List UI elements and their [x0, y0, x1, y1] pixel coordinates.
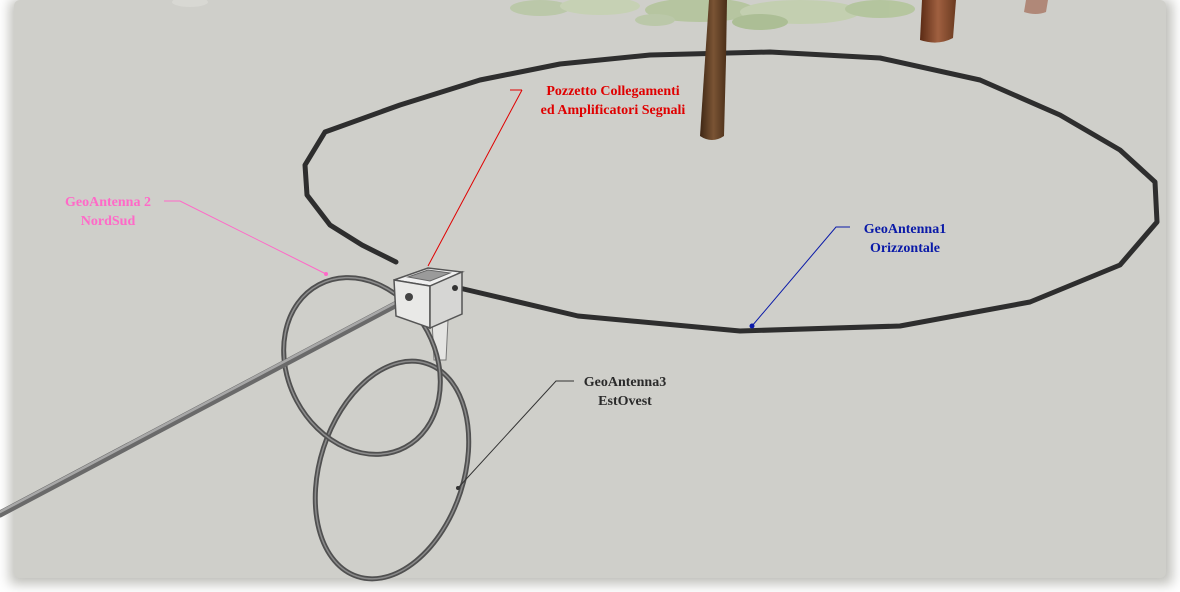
ground-rod	[0, 293, 414, 518]
label-antenna3-line2: EstOvest	[598, 394, 652, 409]
label-antenna1-line1: GeoAntenna1	[863, 222, 947, 237]
antenna1-cable-loop	[302, 49, 1160, 334]
label-antenna3-line1: GeoAntenna3	[583, 375, 667, 390]
tree-trunk-center	[700, 0, 727, 140]
tree-foliage	[172, 0, 915, 30]
antenna3-loop-highlight	[314, 360, 470, 580]
tree-trunk-right	[920, 0, 956, 43]
label-antenna2-line2: NordSud	[80, 214, 136, 229]
antenna1-leader	[751, 226, 850, 327]
label-antenna1-line2: Orizzontale	[870, 241, 940, 256]
label-pozzetto-line2: ed Amplificatori Segnali	[540, 103, 686, 118]
antenna2-leader	[164, 200, 327, 275]
label-antenna2-line1: GeoAntenna 2	[65, 195, 151, 210]
tree-trunk-far	[1024, 0, 1048, 14]
antenna3-leader	[457, 380, 574, 489]
label-antenna2: GeoAntenna 2 NordSud	[46, 193, 170, 231]
ground-plane	[14, 0, 1166, 578]
junction-box	[393, 267, 465, 330]
label-pozzetto-line1: Pozzetto Collegamenti	[546, 84, 680, 99]
label-antenna1: GeoAntenna1 Orizzontale	[840, 220, 970, 258]
ground-rod-highlight	[0, 293, 412, 514]
pozzetto-leader	[427, 89, 523, 267]
label-antenna3: GeoAntenna3 EstOvest	[560, 373, 690, 411]
label-pozzetto: Pozzetto Collegamenti ed Amplificatori S…	[518, 82, 708, 120]
antenna2-loop-highlight	[282, 276, 442, 456]
